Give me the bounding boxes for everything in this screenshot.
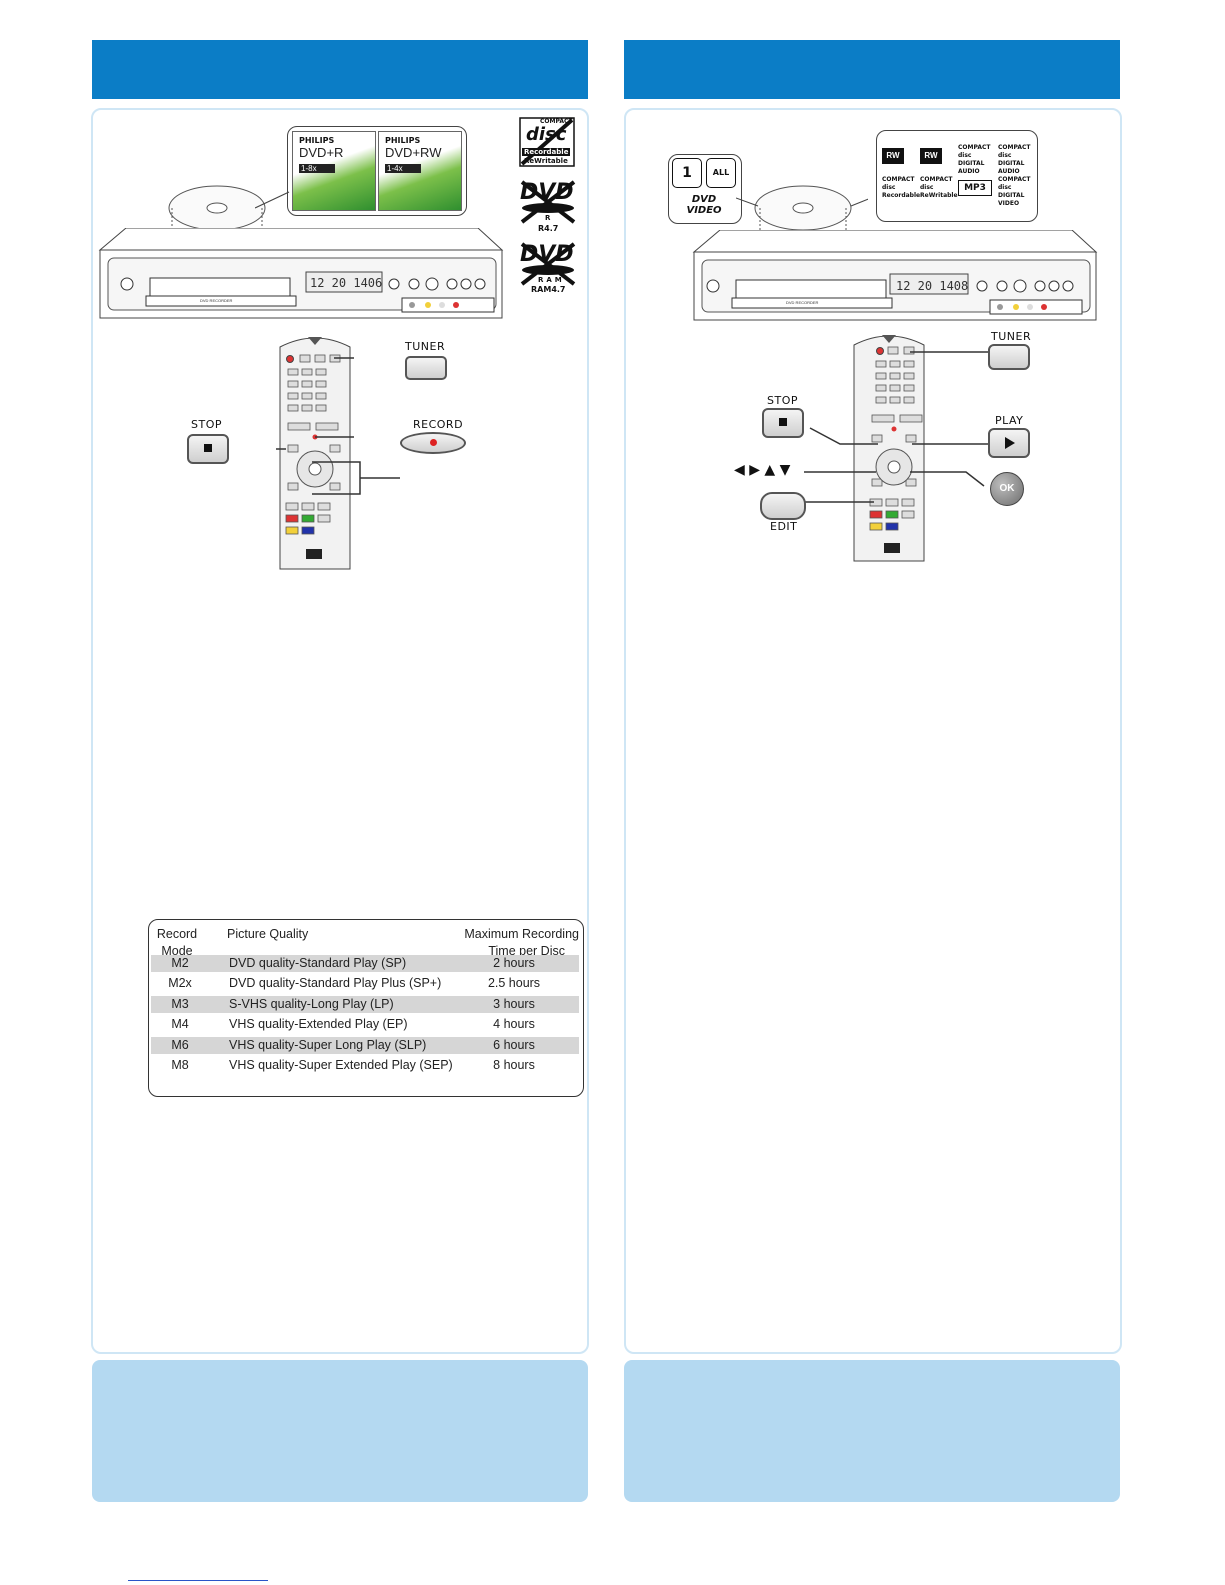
unsupported-dvd-ram-logo [520, 242, 576, 286]
dvd-ram-logo-sub: RAM [538, 276, 565, 284]
stop-key[interactable] [762, 408, 804, 438]
header-picture-quality: Picture Quality [227, 927, 309, 941]
right-note-box [624, 1360, 1120, 1502]
table-row: M2x DVD quality-Standard Play Plus (SP+)… [168, 976, 541, 990]
table-row: M2 DVD quality-Standard Play (SP) 2 hour… [151, 955, 579, 972]
record-icon [429, 439, 437, 446]
stop-icon [204, 444, 212, 452]
disc-pack-dvd-rw: PHILIPS DVD+RW 1-4x [378, 131, 462, 211]
bubble-pointer [255, 191, 290, 209]
tuner-label: TUNER [405, 340, 446, 353]
arrow-keys-bracket [312, 461, 400, 495]
player-display: 12 20 1406 [310, 276, 383, 290]
stop-label: STOP [767, 394, 798, 407]
record-mode-table: Record Mode Picture Quality Maximum Reco… [148, 919, 584, 1097]
rw-logo: RW [882, 148, 904, 164]
player-label: DVD RECORDER [200, 298, 233, 303]
player-display: 12 20 1408 [896, 279, 969, 293]
tuner-key[interactable] [988, 344, 1030, 370]
player-label: DVD RECORDER [786, 300, 819, 305]
table-row: M6 VHS quality-Super Long Play (SLP) 6 h… [151, 1037, 579, 1054]
header-record-mode: Record Mode [156, 927, 198, 958]
play-icon [1005, 437, 1015, 449]
cd-logo-line2: disc [526, 124, 567, 145]
cd-digital-audio-logo: COMPACT disc DIGITAL AUDIO [998, 144, 1031, 175]
region-all-icon: ALL [706, 158, 736, 188]
cd-recordable-logo: COMPACT disc Recordable [882, 176, 921, 199]
cd-logo-line4: ReWritable [524, 157, 568, 165]
dvd-r-logo-text: DVD [520, 180, 574, 205]
ok-key[interactable]: OK [990, 472, 1024, 506]
disc-illustration [754, 185, 868, 290]
tuner-label: TUNER [991, 330, 1032, 343]
left-note-box [92, 1360, 588, 1502]
dvd-ram-logo-cap: RAM4.7 [531, 285, 566, 294]
record-label: RECORD [413, 418, 464, 431]
cd-logo-line3: Recordable [522, 148, 571, 156]
table-row: M8 VHS quality-Super Extended Play (SEP)… [171, 1058, 535, 1072]
play-label: PLAY [995, 414, 1024, 427]
stop-icon [779, 418, 787, 426]
header-max-time: Maximum Recording Time per Disc [464, 927, 579, 958]
ok-label: OK [999, 483, 1015, 494]
cd-digital-video-logo: COMPACT disc DIGITAL VIDEO [998, 176, 1031, 207]
dvd-video-logo: DVD VIDEO [686, 194, 722, 216]
dvd-ram-logo-text: DVD [520, 242, 574, 267]
dvd-r-logo-cap: R4.7 [538, 224, 559, 233]
dvd-recorder-illustration [98, 228, 504, 319]
footer-link-underline [128, 1580, 268, 1581]
disc-pack-dvd-r: PHILIPS DVD+R 1-8x [292, 131, 376, 211]
remote-control [853, 335, 925, 562]
cd-digital-audio-logo: COMPACT disc DIGITAL AUDIO [958, 144, 991, 175]
rw-logo: RW [920, 148, 942, 164]
cd-logo-line1: COMPACT [540, 118, 573, 125]
edit-label: EDIT [770, 520, 798, 533]
region-1-icon: 1 [672, 158, 702, 188]
arrow-keys-label: ◀ ▶ ▲ ▼ [734, 462, 791, 478]
remote-control [276, 337, 354, 570]
stop-label: STOP [191, 418, 222, 431]
record-key[interactable] [400, 432, 466, 454]
tuner-key[interactable] [405, 356, 447, 380]
key-connector-lines [804, 351, 988, 503]
play-key[interactable] [988, 428, 1030, 458]
right-header-bar [624, 40, 1120, 99]
left-header-bar [92, 40, 588, 99]
unsupported-cd-rw-logo [519, 117, 575, 167]
table-row: M3 S-VHS quality-Long Play (LP) 3 hours [151, 996, 579, 1013]
stop-key[interactable] [187, 434, 229, 464]
table-row: M4 VHS quality-Extended Play (EP) 4 hour… [171, 1017, 535, 1031]
mp3-logo: MP3 [958, 180, 992, 196]
cd-rewritable-logo: COMPACT disc ReWritable [920, 176, 958, 199]
bubble-pointer [736, 197, 759, 207]
dvd-recorder-illustration [692, 230, 1098, 321]
dvd-r-logo-sub: R [545, 214, 551, 222]
region-logo-bubble [668, 154, 742, 224]
edit-key[interactable] [760, 492, 806, 520]
unsupported-dvd-r-logo [520, 180, 576, 224]
supported-format-bubble [876, 130, 1038, 222]
